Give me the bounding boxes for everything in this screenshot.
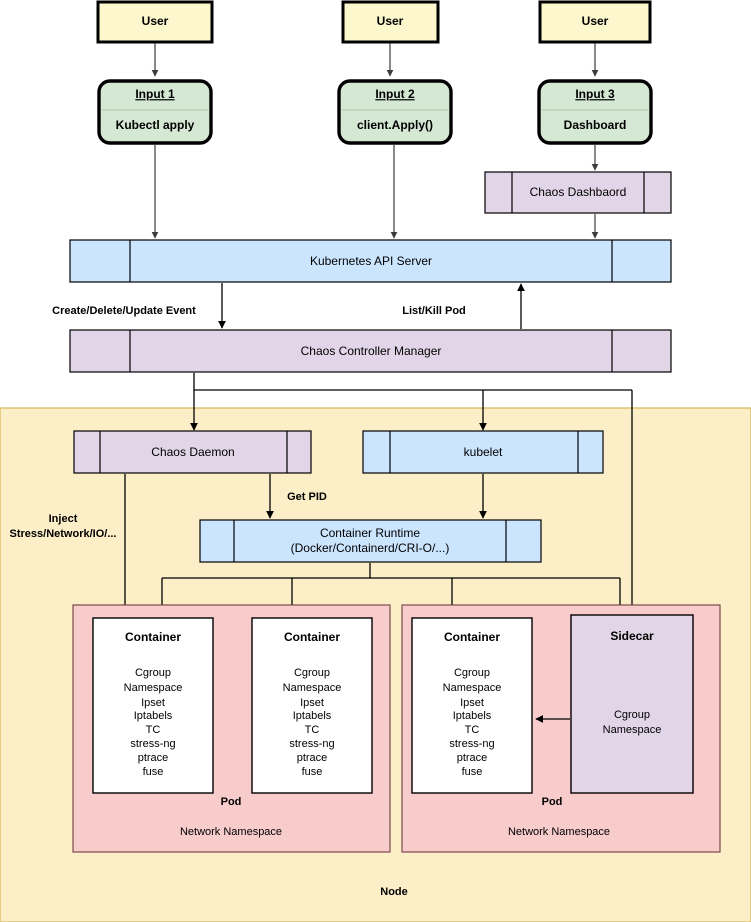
container-box-3-title: Container	[444, 630, 500, 644]
container-box-2-cap-1: Namespace	[283, 682, 342, 694]
edge-label-get-pid: Get PID	[287, 491, 327, 503]
chaos-controller-manager-box: Chaos Controller Manager	[69, 329, 672, 373]
chaos-dashboard-box: Chaos Dashbaord	[484, 171, 672, 214]
container-runtime-label-line1: Container Runtime	[320, 526, 420, 540]
pod-2-label: Pod	[542, 796, 563, 808]
container-box-2-cap-7: fuse	[302, 766, 323, 778]
container-box-2-title: Container	[284, 630, 340, 644]
node-zone-label: Node	[380, 886, 408, 898]
container-box-1-cap-4: TC	[146, 724, 161, 736]
container-runtime-box: Container Runtime (Docker/Containerd/CRI…	[199, 519, 542, 563]
container-box-2-cap-0: Cgroup	[294, 667, 330, 679]
pod-1-network-namespace-label: Network Namespace	[180, 826, 282, 838]
edge-label-inject-line1: Inject	[49, 513, 78, 525]
container-box-2-cap-4: TC	[305, 724, 320, 736]
container-box-1-cap-7: fuse	[143, 766, 164, 778]
chaos-dashboard-label: Chaos Dashbaord	[530, 185, 627, 199]
kubernetes-api-server-label: Kubernetes API Server	[310, 254, 432, 268]
container-box-1: Container Cgroup Namespace Ipset Iptabel…	[92, 617, 214, 794]
edge-label-inject-line2: Stress/Network/IO/...	[10, 528, 117, 540]
user-box-3: User	[538, 0, 652, 44]
user-box-2-label: User	[377, 14, 404, 28]
container-box-3-cap-1: Namespace	[443, 682, 502, 694]
container-box-2: Container Cgroup Namespace Ipset Iptabel…	[251, 617, 373, 794]
edge-label-list-kill-pod: List/Kill Pod	[402, 305, 466, 317]
input-box-3-body: Dashboard	[564, 118, 627, 132]
input-box-3-title: Input 3	[575, 87, 615, 101]
container-box-1-cap-2: Ipset	[141, 697, 165, 709]
container-box-3-cap-0: Cgroup	[454, 667, 490, 679]
container-box-2-cap-6: ptrace	[297, 752, 328, 764]
kubernetes-api-server-box: Kubernetes API Server	[69, 239, 672, 283]
container-box-2-cap-3: Iptabels	[293, 710, 332, 722]
input-box-3: Input 3 Dashboard	[537, 79, 653, 145]
chaos-controller-manager-label: Chaos Controller Manager	[301, 344, 442, 358]
edge-controller-fanout-bus	[193, 373, 632, 391]
pod-1-label: Pod	[221, 796, 242, 808]
kubelet-box: kubelet	[362, 430, 604, 474]
sidecar-cap-0: Cgroup	[614, 709, 650, 721]
chaos-daemon-label: Chaos Daemon	[151, 445, 234, 459]
container-box-1-cap-1: Namespace	[124, 682, 183, 694]
container-box-3: Container Cgroup Namespace Ipset Iptabel…	[411, 617, 533, 794]
user-box-1: User	[96, 0, 214, 44]
container-box-3-cap-3: Iptabels	[453, 710, 492, 722]
container-box-3-cap-5: stress-ng	[449, 738, 494, 750]
user-box-3-label: User	[582, 14, 609, 28]
edge-label-create-delete-update: Create/Delete/Update Event	[52, 305, 196, 317]
input-box-2: Input 2 client.Apply()	[337, 79, 453, 145]
sidecar-box: Sidecar Cgroup Namespace	[570, 614, 694, 794]
kubelet-label: kubelet	[464, 445, 503, 459]
input-box-2-body: client.Apply()	[357, 118, 433, 132]
container-box-3-cap-7: fuse	[462, 766, 483, 778]
chaos-daemon-box: Chaos Daemon	[73, 430, 312, 474]
container-box-1-cap-0: Cgroup	[135, 667, 171, 679]
input-box-1-title: Input 1	[135, 87, 175, 101]
container-box-1-cap-6: ptrace	[138, 752, 169, 764]
container-box-3-cap-6: ptrace	[457, 752, 488, 764]
container-box-2-cap-2: Ipset	[300, 697, 324, 709]
user-box-2: User	[341, 0, 440, 44]
user-box-1-label: User	[142, 14, 169, 28]
container-runtime-label-line2: (Docker/Containerd/CRI-O/...)	[291, 541, 450, 555]
input-box-2-title: Input 2	[375, 87, 415, 101]
sidecar-box-title: Sidecar	[610, 629, 654, 643]
container-box-1-cap-5: stress-ng	[130, 738, 175, 750]
container-box-1-cap-3: Iptabels	[134, 710, 173, 722]
container-box-1-title: Container	[125, 630, 181, 644]
input-box-1: Input 1 Kubectl apply	[97, 79, 213, 145]
input-box-1-body: Kubectl apply	[116, 118, 195, 132]
container-box-2-cap-5: stress-ng	[289, 738, 334, 750]
sidecar-cap-1: Namespace	[603, 724, 662, 736]
container-box-3-cap-2: Ipset	[460, 697, 484, 709]
container-box-3-cap-4: TC	[465, 724, 480, 736]
pod-2-network-namespace-label: Network Namespace	[508, 826, 610, 838]
